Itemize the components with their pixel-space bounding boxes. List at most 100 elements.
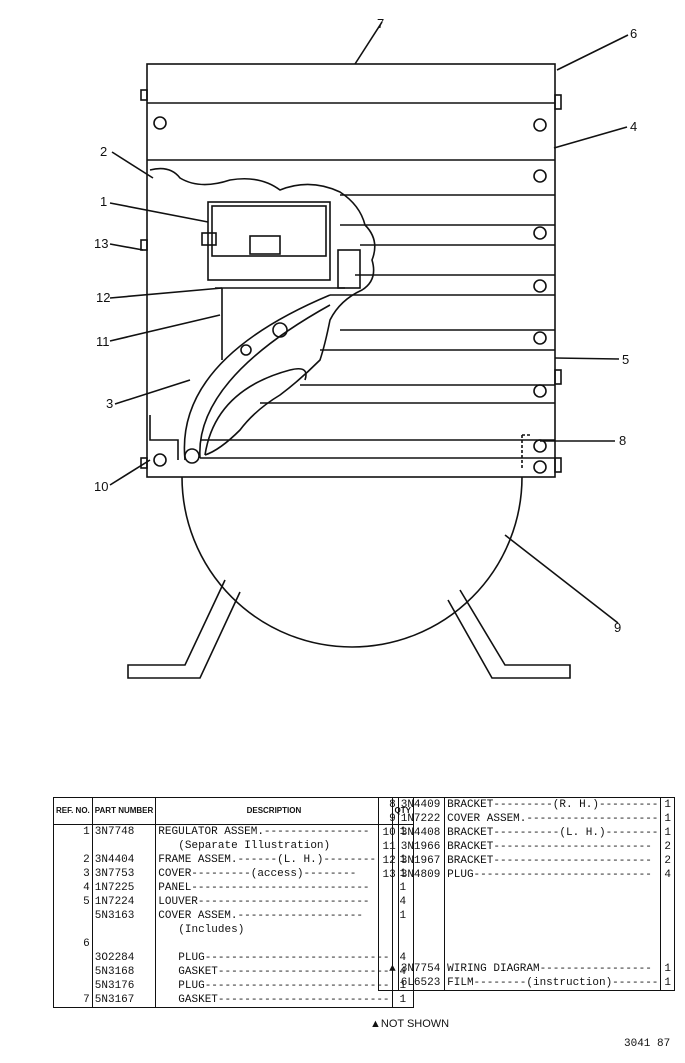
desc-cell: PLUG----------------------------	[155, 951, 393, 965]
desc-cell: COVER ASSEM.--------------------	[444, 812, 662, 826]
callout-6: 6	[630, 26, 637, 41]
qty-cell: 1	[664, 977, 671, 989]
ref-cell: 8	[378, 797, 399, 812]
callout-3: 3	[106, 396, 113, 411]
desc-cell: BRACKET------------------------	[444, 854, 662, 868]
desc-cell: FILM--------(instruction)-------	[444, 976, 662, 991]
desc-cell: GASKET--------------------------	[155, 965, 393, 979]
ref-cell	[53, 909, 93, 923]
desc-cell: PANEL---------------------------	[155, 881, 393, 895]
header-ref-no: REF. NO.	[53, 797, 93, 825]
ref-cell	[53, 979, 93, 993]
qty-cell: 1	[399, 994, 407, 1006]
callout-10: 10	[94, 479, 108, 494]
part-cell: 3N7754	[398, 962, 446, 976]
table-row: 6	[53, 937, 414, 951]
part-cell: 5N3176	[92, 979, 157, 993]
desc-cell: (Includes)	[155, 923, 393, 937]
ref-cell: 9	[378, 812, 399, 826]
generator-parts-drawing: 7 6 4 2 1 13 12 11 3 10 5 8 9	[94, 16, 637, 679]
qty-cell: 2	[664, 841, 671, 853]
desc-cell: REGULATOR ASSEM.----------------	[155, 824, 393, 839]
ref-cell	[53, 951, 93, 965]
ref-cell	[53, 923, 93, 937]
ref-cell: 5	[53, 895, 93, 909]
ref-cell: 3	[53, 867, 93, 881]
qty-cell: 4	[664, 869, 671, 881]
header-description: DESCRIPTION	[155, 797, 393, 825]
ref-cell: 10	[378, 826, 399, 840]
desc-cell: BRACKET---------(R. H.)---------	[444, 797, 662, 812]
part-cell: 5N3167	[92, 993, 157, 1008]
ref-cell	[53, 965, 93, 979]
ref-cell: 2	[53, 853, 93, 867]
desc-cell: (Separate Illustration)	[155, 839, 393, 853]
desc-cell: BRACKET----------(L. H.)--------	[444, 826, 662, 840]
footnote-not-shown: ▲NOT SHOWN	[370, 1018, 450, 1030]
ref-cell	[378, 976, 399, 991]
part-cell: 3N4409	[398, 797, 446, 812]
qty-cell: 2	[664, 855, 671, 867]
part-cell: 3N4408	[398, 826, 446, 840]
qty-cell: 1	[664, 799, 671, 811]
ref-cell: 4	[53, 881, 93, 895]
qty-cell: 1	[664, 827, 671, 839]
regulator-box	[207, 201, 331, 281]
ref-cell: 7	[53, 993, 93, 1008]
callout-12: 12	[96, 290, 110, 305]
header-part-number: PART NUMBER	[92, 797, 157, 825]
ref-cell: 13	[378, 868, 399, 882]
part-cell	[92, 923, 157, 937]
part-cell: 1N7222	[398, 812, 446, 826]
callout-13: 13	[94, 236, 108, 251]
part-cell: 3N7748	[92, 824, 157, 839]
callout-7: 7	[377, 16, 384, 31]
ref-cell: 6	[53, 937, 93, 951]
qty-cell: 1	[664, 813, 671, 825]
callout-8: 8	[619, 433, 626, 448]
desc-cell: BRACKET------------------------	[444, 840, 662, 854]
part-cell	[92, 937, 157, 951]
ref-cell: ▲	[378, 962, 399, 976]
table-row: (Includes)	[53, 923, 414, 937]
callout-2: 2	[100, 144, 107, 159]
table-header-row: REF. NO. PART NUMBER DESCRIPTION QTY	[53, 797, 414, 825]
desc-cell: LOUVER--------------------------	[155, 895, 393, 909]
table-spacer-row	[378, 882, 675, 962]
ref-cell: 12	[378, 854, 399, 868]
part-cell: 3N1967	[398, 854, 446, 868]
part-cell: 5N3168	[92, 965, 157, 979]
ref-cell: 1	[53, 824, 93, 839]
tank-outline	[181, 476, 523, 648]
desc-cell: COVER ASSEM.-------------------	[155, 909, 393, 923]
desc-cell: GASKET--------------------------	[155, 993, 393, 1008]
desc-cell	[155, 937, 393, 951]
desc-cell: FRAME ASSEM.------(L. H.)--------	[155, 853, 393, 867]
part-cell: 3O2284	[92, 951, 157, 965]
callout-4: 4	[630, 119, 637, 134]
drawing-number: 3041 87	[624, 1038, 671, 1050]
desc-cell: PLUG---------------------------	[444, 868, 662, 882]
callout-5: 5	[622, 352, 629, 367]
part-cell: 1N7225	[92, 881, 157, 895]
part-cell: 3N7753	[92, 867, 157, 881]
part-cell: 3N4809	[398, 868, 446, 882]
qty-cell: 1	[664, 963, 671, 975]
part-cell: 1N7224	[92, 895, 157, 909]
cabinet-outline	[146, 63, 556, 478]
